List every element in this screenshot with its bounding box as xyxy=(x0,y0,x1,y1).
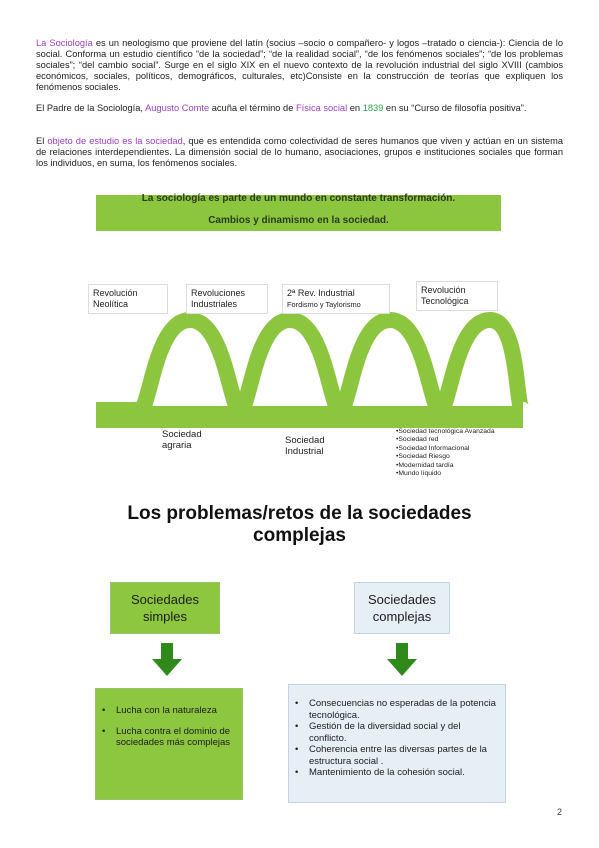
banner-line-1: La sociología es parte de un mundo en co… xyxy=(141,193,456,204)
complex-challenges-list: • Consecuencias no esperadas de la poten… xyxy=(288,684,506,803)
comte-en: en xyxy=(347,103,363,113)
simple-title-line2: simples xyxy=(142,609,188,624)
arrow-down-icon xyxy=(387,643,417,676)
modern-item: •Sociedad tecnológica Avanzada xyxy=(396,428,495,435)
modern-item: •Sociedad red xyxy=(396,436,439,444)
list-item: • Gestión de la diversidad social y del … xyxy=(295,721,499,744)
section-title-line2: complejas xyxy=(253,525,346,546)
society-agraria-line1: Sociedad xyxy=(162,429,202,440)
era-box-segunda-rev: 2ª Rev. Industrial Fordismo y Taylorismo xyxy=(282,284,390,314)
list-item-text: Consecuencias no esperadas de la potenci… xyxy=(309,698,496,721)
list-item: • Lucha contra el dominio de sociedades … xyxy=(102,726,236,749)
era-industriales-line2: Industriales xyxy=(191,299,238,309)
society-agraria-line2: agraria xyxy=(162,440,192,451)
modern-item: •Sociedad Informacional xyxy=(396,444,470,452)
fisica-social-term: Física social xyxy=(295,103,348,113)
sociologia-term: La Sociología xyxy=(36,38,93,48)
bullet: • xyxy=(295,721,299,732)
era-tecnologica-line2: Tecnológica xyxy=(421,296,469,306)
bullet: • xyxy=(295,744,299,755)
list-item-text: Lucha contra el dominio de sociedades má… xyxy=(116,725,231,749)
list-item-text: Coherencia entre las diversas partes de … xyxy=(309,744,487,767)
era-tecnologica-line1: Revolución xyxy=(421,285,466,295)
era-industriales-line1: Revoluciones xyxy=(191,288,246,298)
intro-text: es un neologismo que proviene del latín … xyxy=(36,38,564,92)
complex-societies-box: Sociedades complejas xyxy=(354,582,450,634)
modern-item: •Modernidad tardía xyxy=(396,461,454,469)
bullet: • xyxy=(102,725,106,737)
era-neolitica-line2: Neolítica xyxy=(93,299,129,309)
banner-line-2: Cambios y dinamismo en la sociedad. xyxy=(208,215,389,226)
list-item: • Mantenimiento de la cohesión social. xyxy=(295,767,499,779)
modern-item: •Mundo líquido xyxy=(396,470,442,478)
society-agraria: Sociedad agraria xyxy=(162,429,202,451)
complex-title-line1: Sociedades xyxy=(368,592,436,607)
intro-paragraph: La Sociología es un neologismo que provi… xyxy=(36,38,563,93)
comte-name: Augusto Comte xyxy=(145,103,210,113)
object-text: , que es entendida como colectividad de … xyxy=(36,136,563,168)
era-box-neolitica: Revolución Neolítica xyxy=(88,284,168,314)
wave-base xyxy=(96,406,523,428)
era-neolitica-line1: Revolución xyxy=(93,288,138,298)
modern-item: •Sociedad Riesgo xyxy=(396,453,450,461)
society-industrial-line1: Sociedad xyxy=(285,435,325,446)
list-item-text: Gestión de la diversidad social y del co… xyxy=(309,721,461,744)
section-title-line1: Los problemas/retos de la sociedades xyxy=(127,503,472,524)
complex-title-line2: complejas xyxy=(372,609,432,624)
era-box-industriales: Revoluciones Industriales xyxy=(186,284,268,314)
year-1839: 1839 xyxy=(362,103,384,113)
era-segunda-rev-line2: Fordismo y Taylorismo xyxy=(287,300,361,309)
change-banner: La sociología es parte de un mundo en co… xyxy=(96,193,501,231)
page-number: 2 xyxy=(557,807,563,817)
era-box-tecnologica: Revolución Tecnológica xyxy=(416,281,498,311)
history-wave xyxy=(96,311,531,428)
bullet: • xyxy=(295,698,299,709)
comte-lead: El Padre de la Sociología, xyxy=(36,103,146,113)
comte-tail: en su “Curso de filosofía positiva”. xyxy=(383,103,527,113)
comte-mid: acuña el término de xyxy=(209,103,296,113)
object-paragraph: El objeto de estudio es la sociedad, que… xyxy=(36,136,563,169)
bullet: • xyxy=(295,767,299,778)
object-lead: El xyxy=(36,136,48,146)
object-term: objeto de estudio es la sociedad xyxy=(47,136,183,146)
simple-societies-box: Sociedades simples xyxy=(110,582,220,634)
comte-paragraph: El Padre de la Sociología, Augusto Comte… xyxy=(36,103,563,114)
society-industrial: Sociedad Industrial xyxy=(285,435,325,457)
simple-challenges-list: • Lucha con la naturaleza • Lucha contra… xyxy=(95,688,243,800)
list-item-text: Lucha con la naturaleza xyxy=(116,705,217,716)
section-title: Los problemas/retos de la sociedades com… xyxy=(0,503,599,547)
simple-title-line1: Sociedades xyxy=(131,592,199,607)
list-item: • Consecuencias no esperadas de la poten… xyxy=(295,698,499,721)
list-item: • Coherencia entre las diversas partes d… xyxy=(295,744,499,767)
era-segunda-rev-line1: 2ª Rev. Industrial xyxy=(287,288,355,298)
arrow-down-icon xyxy=(152,643,182,676)
society-industrial-line2: Industrial xyxy=(285,446,324,457)
list-item: • Lucha con la naturaleza xyxy=(102,705,236,717)
modern-society-list: •Sociedad tecnológica Avanzada •Sociedad… xyxy=(396,428,495,478)
bullet: • xyxy=(102,705,106,716)
list-item-text: Mantenimiento de la cohesión social. xyxy=(309,767,465,778)
